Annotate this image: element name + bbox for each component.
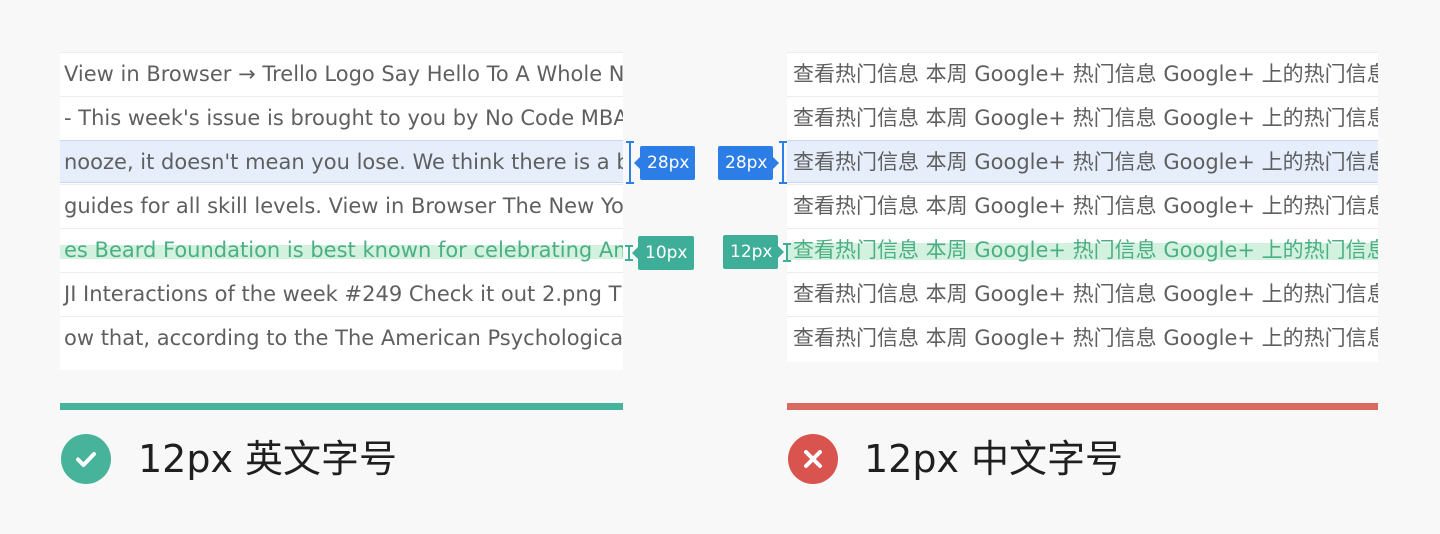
row-height-badge: 28px [634, 146, 695, 180]
x-height-highlight [787, 243, 1378, 260]
list-item: 查看热门信息 本周 Google+ 热门信息 Google+ 上的热门信息 [787, 184, 1378, 227]
x-height-badge: 12px [723, 235, 784, 269]
list-item: - This week's issue is brought to you by… [60, 96, 623, 139]
good-example-bar [60, 403, 623, 410]
bad-caption: 12px 中文字号 [864, 437, 1124, 481]
x-height-highlight [60, 245, 623, 259]
english-text-sample: View in Browser → Trello Logo Say Hello … [60, 52, 623, 370]
badge-label: 10px [645, 243, 688, 263]
badge-label: 28px [647, 153, 690, 173]
x-height-bracket [783, 243, 791, 262]
x-height-bracket [625, 245, 633, 261]
list-item: ow that, according to the The American P… [60, 316, 623, 359]
list-item: 查看热门信息 本周 Google+ 热门信息 Google+ 上的热门信息 [787, 272, 1378, 315]
list-item-x-height: es Beard Foundation is best known for ce… [60, 228, 623, 271]
chinese-text-sample: 查看热门信息 本周 Google+ 热门信息 Google+ 上的热门信息 查看… [787, 52, 1378, 362]
row-height-badge: 28px [718, 146, 779, 180]
list-item: View in Browser → Trello Logo Say Hello … [60, 52, 623, 95]
list-item-highlighted: nooze, it doesn't mean you lose. We thin… [60, 140, 623, 183]
bad-example-bar [787, 403, 1378, 410]
x-height-badge: 10px [632, 236, 694, 270]
list-item-x-height: 查看热门信息 本周 Google+ 热门信息 Google+ 上的热门信息 [787, 228, 1378, 271]
list-item: JI Interactions of the week #249 Check i… [60, 272, 623, 315]
badge-label: 12px [730, 242, 773, 262]
close-icon [788, 434, 838, 484]
row-height-bracket [779, 141, 787, 184]
badge-label: 28px [725, 153, 768, 173]
list-item: 查看热门信息 本周 Google+ 热门信息 Google+ 上的热门信息 [787, 52, 1378, 95]
list-item: guides for all skill levels. View in Bro… [60, 184, 623, 227]
good-caption: 12px 英文字号 [138, 437, 398, 481]
check-icon [61, 434, 111, 484]
list-item: 查看热门信息 本周 Google+ 热门信息 Google+ 上的热门信息 [787, 316, 1378, 359]
list-item: 查看热门信息 本周 Google+ 热门信息 Google+ 上的热门信息 [787, 96, 1378, 139]
list-item-highlighted: 查看热门信息 本周 Google+ 热门信息 Google+ 上的热门信息 [787, 140, 1378, 183]
row-height-bracket [626, 141, 634, 184]
